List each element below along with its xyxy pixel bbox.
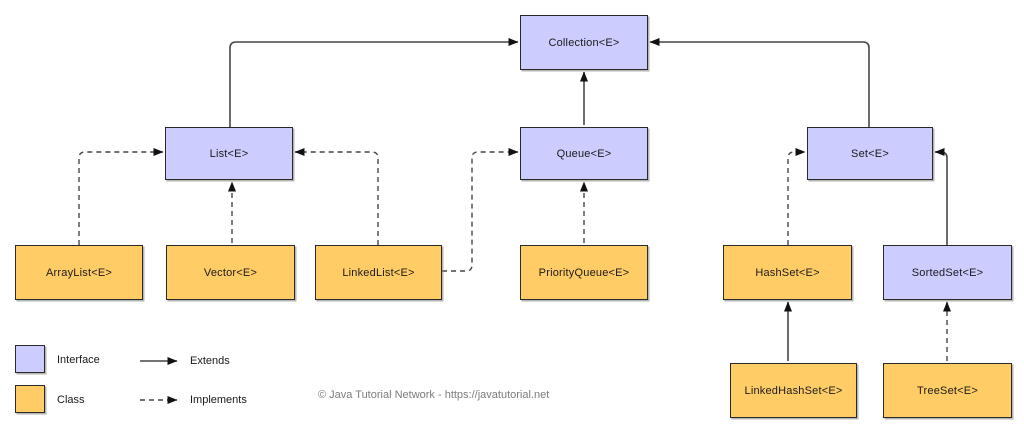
edge-sortedset-extends-set <box>934 148 948 245</box>
node-hashset: HashSet<E> <box>723 245 852 300</box>
node-queue: Queue<E> <box>520 127 648 180</box>
legend-class-swatch <box>15 385 45 413</box>
edge-hashset-implements-set <box>787 148 806 245</box>
legend-class-label: Class <box>57 394 85 406</box>
node-sortedset: SortedSet<E> <box>883 245 1012 300</box>
legend-interface-label: Interface <box>57 354 100 366</box>
node-collection: Collection<E> <box>520 15 648 70</box>
node-priorityqueue: PriorityQueue<E> <box>520 245 648 300</box>
legend-extends-label: Extends <box>190 355 230 367</box>
edge-linkedlist-implements-list <box>294 148 379 245</box>
legend-implements-label: Implements <box>190 394 247 406</box>
edge-linkedlist-implements-queue <box>442 148 519 272</box>
node-arraylist: ArrayList<E> <box>15 245 143 300</box>
node-linkedlist: LinkedList<E> <box>315 245 442 300</box>
edge-set-extends-collection <box>649 38 870 127</box>
node-treeset: TreeSet<E> <box>883 363 1012 418</box>
node-linkedhashset: LinkedHashSet<E> <box>730 363 857 418</box>
node-list: List<E> <box>165 127 293 180</box>
node-vector: Vector<E> <box>166 245 295 300</box>
edge-list-extends-collection <box>229 38 519 127</box>
legend-interface-swatch <box>15 345 45 373</box>
edge-arraylist-implements-list <box>78 148 164 245</box>
node-set: Set<E> <box>807 127 933 180</box>
copyright-text: © Java Tutorial Network - https://javatu… <box>318 389 550 401</box>
